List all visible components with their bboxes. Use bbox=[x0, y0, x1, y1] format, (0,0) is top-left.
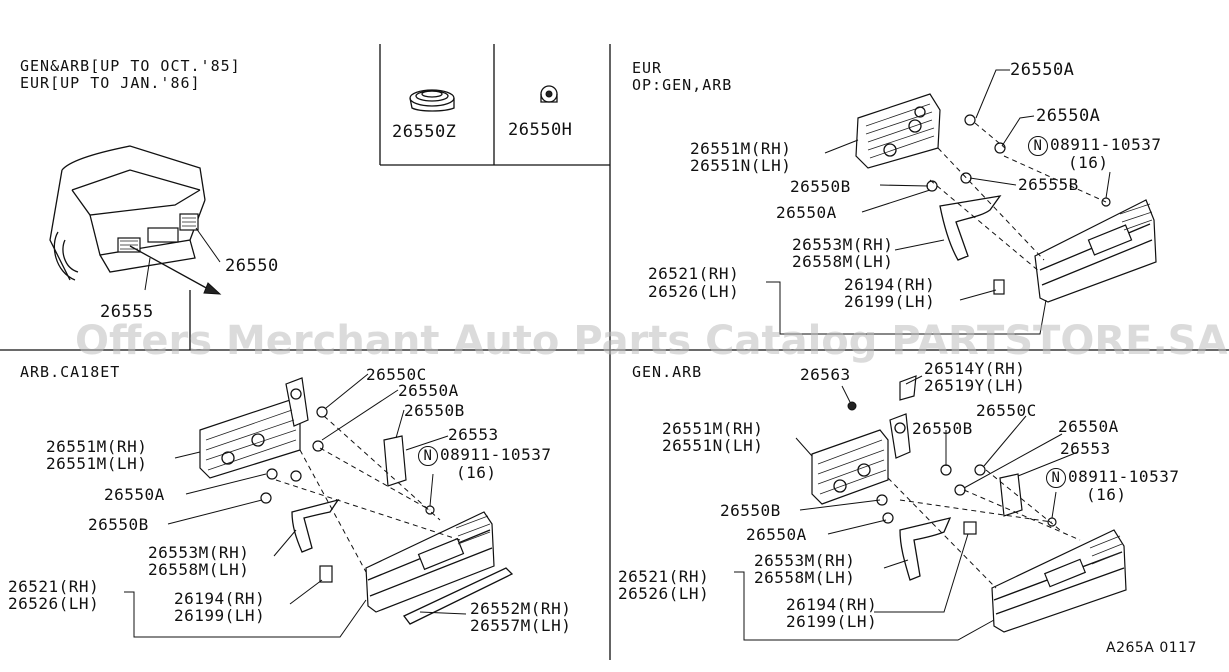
header-op-gen-arb: OP:GEN,ARB bbox=[632, 76, 733, 94]
arb-lamp-assembly bbox=[199, 377, 514, 625]
label-26553M: 26553M(RH) bbox=[792, 235, 894, 254]
label-26550A: 26550A bbox=[746, 525, 807, 544]
bolt-code: 08911-10537 bbox=[440, 445, 552, 464]
label-26194: 26194(RH) bbox=[786, 595, 878, 614]
bolt-code: 08911-10537 bbox=[1068, 467, 1180, 486]
label-26551M: 26551M(RH) bbox=[690, 139, 792, 158]
label-26514Y: 26514Y(RH) bbox=[924, 359, 1026, 378]
label-26553: 26553 bbox=[1060, 439, 1111, 458]
label-26550C: 26550C bbox=[366, 365, 427, 384]
label-26521: 26521(RH) bbox=[648, 264, 740, 283]
label-26521: 26521(RH) bbox=[8, 577, 100, 596]
label-26553M: 26553M(RH) bbox=[148, 543, 250, 562]
label-26194: 26194(RH) bbox=[174, 589, 266, 608]
label-26551N: 26551N(LH) bbox=[662, 436, 764, 455]
label-26550C: 26550C bbox=[976, 401, 1037, 420]
header-gen-arb: GEN&ARB[UP TO OCT.'85] bbox=[20, 57, 241, 75]
bolt-code: 08911-10537 bbox=[1050, 135, 1162, 154]
label-26550A-top: 26550A bbox=[1058, 417, 1119, 436]
label-26550A: 26550A bbox=[104, 485, 165, 504]
gen-lamp-assembly bbox=[811, 375, 1127, 633]
label-26550A-top: 26550A bbox=[1010, 60, 1075, 80]
label-26521: 26521(RH) bbox=[618, 567, 710, 586]
label-26519Y: 26519Y(LH) bbox=[924, 376, 1026, 395]
label-26551M: 26551M(RH) bbox=[662, 419, 764, 438]
label-26526: 26526(LH) bbox=[618, 584, 710, 603]
label-26199: 26199(LH) bbox=[786, 612, 878, 631]
arb-leader-lines bbox=[124, 373, 467, 638]
grommet-26550Z bbox=[409, 89, 455, 112]
header-eur: EUR[UP TO JAN.'86] bbox=[20, 74, 201, 92]
label-26551M-rh: 26551M(RH) bbox=[46, 437, 148, 456]
label-26526: 26526(LH) bbox=[648, 282, 740, 301]
label-26550A-low: 26550A bbox=[776, 203, 837, 222]
label-26550B: 26550B bbox=[720, 501, 781, 520]
label-26552M: 26552M(RH) bbox=[470, 599, 572, 618]
label-26551N: 26551N(LH) bbox=[690, 156, 792, 175]
bolt-symbol: N bbox=[1028, 136, 1048, 156]
panel-dividers bbox=[0, 44, 1229, 660]
header-eur-op: EUR bbox=[632, 59, 663, 77]
label-26526: 26526(LH) bbox=[8, 594, 100, 613]
label-26558M: 26558M(LH) bbox=[792, 252, 894, 271]
label-26553M: 26553M(RH) bbox=[754, 551, 856, 570]
label-26199: 26199(LH) bbox=[174, 606, 266, 625]
label-26558M: 26558M(LH) bbox=[148, 560, 250, 579]
label-26550A-mid: 26550A bbox=[1036, 106, 1101, 126]
label-26557M: 26557M(LH) bbox=[470, 616, 572, 635]
label-26558M: 26558M(LH) bbox=[754, 568, 856, 587]
label-26550: 26550 bbox=[225, 256, 279, 276]
gen-leader-lines bbox=[734, 375, 1079, 641]
car-rear-illustration bbox=[49, 145, 222, 295]
label-26199: 26199(LH) bbox=[844, 292, 936, 311]
label-26550B: 26550B bbox=[88, 515, 149, 534]
label-26551M-lh: 26551M(LH) bbox=[46, 454, 148, 473]
eur-leader-lines bbox=[766, 69, 1111, 335]
eur-lamp-assembly bbox=[855, 93, 1157, 303]
label-26194: 26194(RH) bbox=[844, 275, 936, 294]
clip-26550H bbox=[540, 85, 558, 103]
bolt-qty: (16) bbox=[1068, 153, 1109, 172]
header-gen-arb-2: GEN.ARB bbox=[632, 363, 703, 381]
label-26553: 26553 bbox=[448, 425, 499, 444]
bolt-qty: (16) bbox=[1086, 485, 1127, 504]
label-26555B: 26555B bbox=[1018, 175, 1079, 194]
figure-code: A265A 0117 bbox=[1106, 640, 1197, 656]
bolt-qty: (16) bbox=[456, 463, 497, 482]
bolt-symbol: N bbox=[1046, 468, 1066, 488]
label-26563: 26563 bbox=[800, 365, 851, 384]
label-26550Z: 26550Z bbox=[392, 122, 457, 142]
header-arb-ca18et: ARB.CA18ET bbox=[20, 363, 121, 381]
watermark: Offers Merchant Auto Parts Catalog PARTS… bbox=[75, 318, 1228, 364]
label-26550B-top: 26550B bbox=[404, 401, 465, 420]
label-26550A-top: 26550A bbox=[398, 381, 459, 400]
label-26550H: 26550H bbox=[508, 120, 573, 140]
label-26555: 26555 bbox=[100, 302, 154, 322]
label-26550B: 26550B bbox=[790, 177, 851, 196]
label-26550B-top: 26550B bbox=[912, 419, 973, 438]
bolt-symbol: N bbox=[418, 446, 438, 466]
